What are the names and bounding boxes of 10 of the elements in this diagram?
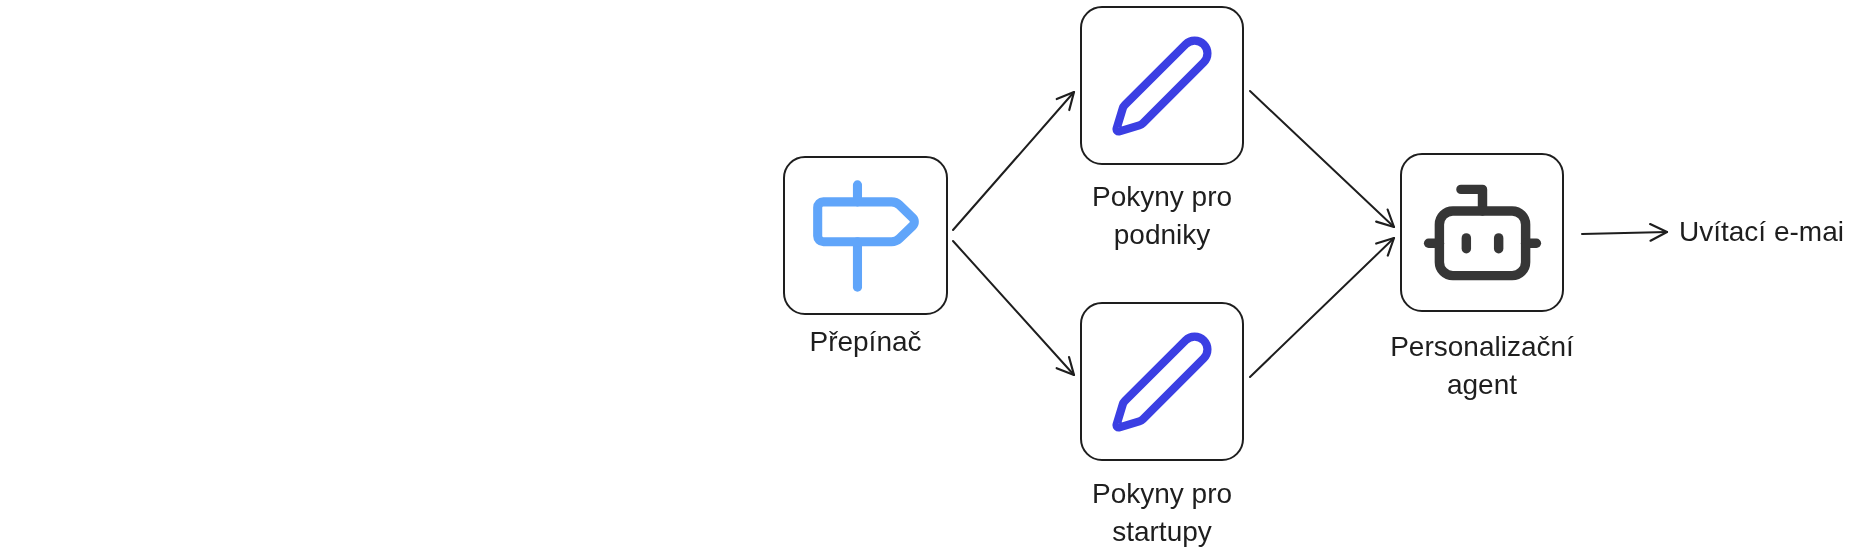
node-label: Personalizační agent [1389, 330, 1575, 402]
node-label: Přepínač [809, 325, 922, 359]
arrow [952, 240, 1076, 377]
node-label: Pokyny pro podniky [1090, 180, 1234, 252]
node-label: Uvítací e-mai [1679, 214, 1844, 250]
arrow [1249, 236, 1396, 378]
arrow [1249, 90, 1396, 229]
node-label: Pokyny pro startupy [1090, 477, 1234, 549]
arrow [1581, 223, 1669, 242]
arrow [952, 90, 1076, 231]
